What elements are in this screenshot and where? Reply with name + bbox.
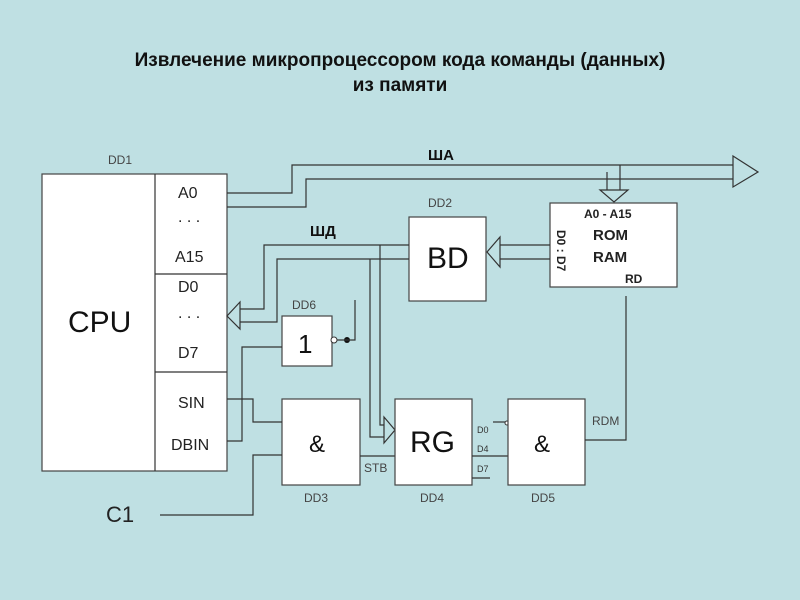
inverter-block: DD6 1 <box>227 298 356 442</box>
memory-ram-label: RAM <box>593 249 627 266</box>
memory-rd-label: RD <box>625 272 643 286</box>
buffer-designator: DD2 <box>428 196 452 210</box>
register-designator: DD4 <box>420 491 444 505</box>
memory-address-label: A0 - A15 <box>584 207 632 221</box>
and-gate-dd5-label: & <box>534 431 550 458</box>
address-bus-line-upper <box>227 164 735 194</box>
rg-data-tap-upper <box>379 245 386 426</box>
address-bus: ША <box>227 147 760 208</box>
buffer-block: DD2 BD <box>408 196 487 302</box>
title-line-1: Извлечение микропроцессором кода команды… <box>134 50 666 71</box>
pin-sin: SIN <box>178 395 205 412</box>
inverter-label: 1 <box>298 329 312 359</box>
address-bus-line-lower <box>227 178 735 208</box>
data-bus: ШД <box>226 223 409 445</box>
cpu-data-arrow-icon <box>226 300 241 331</box>
inverter-output-wire <box>337 300 356 341</box>
pin-dbin: DBIN <box>171 437 209 454</box>
rdm-wire <box>585 296 627 441</box>
c1-to-and-wire <box>160 454 282 516</box>
cpu-block: DD1 CPU A0 . . . A15 D0 . . . D7 SIN DBI… <box>41 153 228 472</box>
address-bus-arrow-icon <box>732 154 760 189</box>
stb-label: STB <box>364 461 387 475</box>
pin-a-dots: . . . <box>178 209 200 226</box>
register-output-d4: D4 <box>477 444 489 454</box>
register-output-d7: D7 <box>477 464 489 474</box>
inverter-output-bubble-icon <box>330 336 338 344</box>
rg-data-tap-lower <box>369 259 386 438</box>
and-gate-dd3-label: & <box>309 431 325 458</box>
register-label: RG <box>410 426 455 459</box>
bd-input-arrow-icon <box>486 235 501 269</box>
pin-d7: D7 <box>178 345 199 362</box>
pin-a15: A15 <box>175 249 204 266</box>
memory-rom-label: ROM <box>593 227 628 244</box>
and-gate-dd3-designator: DD3 <box>304 491 328 505</box>
cpu-label: CPU <box>68 306 131 339</box>
rdm-label: RDM <box>592 414 619 428</box>
cpu-designator: DD1 <box>108 153 132 167</box>
data-bus-label: ШД <box>310 223 336 240</box>
address-bus-label: ША <box>428 147 454 164</box>
pin-d-dots: . . . <box>178 305 200 322</box>
inverter-designator: DD6 <box>292 298 316 312</box>
buffer-label: BD <box>427 242 469 275</box>
memory-block: A0 - A15 ROM RAM RD D0 : D7 <box>549 202 678 288</box>
title-line-2: из памяти <box>352 75 448 96</box>
register-block: RG DD4 D0 D4 D7 <box>394 398 510 505</box>
and-gate-dd5: & DD5 RDM <box>507 296 627 505</box>
buffer-body <box>408 216 487 302</box>
inverter-body <box>281 315 333 367</box>
and-gate-dd3-body <box>281 398 361 486</box>
memory-address-arrow-icon <box>598 189 630 203</box>
data-bus-line-lower <box>240 258 409 323</box>
cpu-body <box>41 173 228 472</box>
rg-input-arrow-icon <box>383 415 396 445</box>
memory-body <box>549 202 678 288</box>
dbin-to-inverter-wire <box>227 346 282 442</box>
sin-to-and-wire <box>227 398 282 423</box>
data-bus-line-upper <box>240 244 409 310</box>
and-gate-dd5-designator: DD5 <box>531 491 555 505</box>
register-body <box>394 398 473 486</box>
diagram-title: Извлечение микропроцессором кода команды… <box>0 48 800 98</box>
and-gate-dd5-body <box>507 398 586 486</box>
register-output-d0: D0 <box>477 425 489 435</box>
clock-label: C1 <box>106 502 134 527</box>
memory-data-label: D0 : D7 <box>554 230 568 272</box>
and-gate-dd3: & DD3 STB <box>160 398 395 516</box>
pin-d0: D0 <box>178 279 199 296</box>
pin-a0: A0 <box>178 185 198 202</box>
